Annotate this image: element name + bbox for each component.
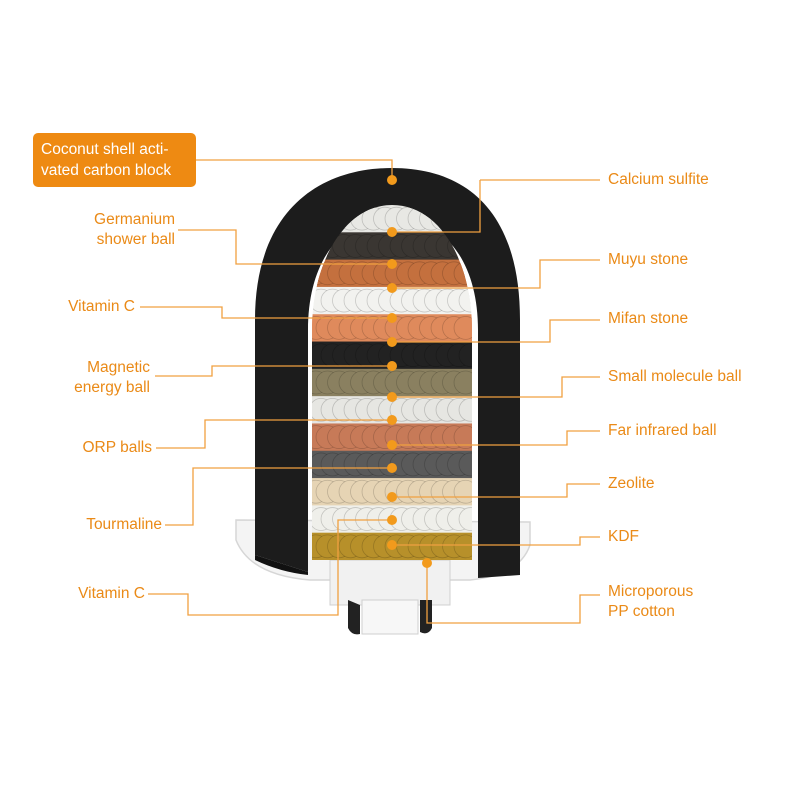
label-vitamin-c-upper: Vitamin C [68,298,135,315]
callout-dot [387,463,397,473]
callout-dot [387,337,397,347]
callout-dot [387,392,397,402]
label-kdf: KDF [608,528,639,545]
label-mifan-stone: Mifan stone [608,310,689,327]
label-calcium-sulfite: Calcium sulfite [608,171,709,188]
label-far-infrared-ball: Far infrared ball [608,422,717,439]
callout-dot [422,558,432,568]
label-tourmaline: Tourmaline [86,516,162,533]
pebble [458,343,472,368]
callout-dot [387,259,397,269]
pebble [453,479,472,504]
label-vitamin-c-lower: Vitamin C [78,585,145,602]
pebble [453,425,472,449]
callout-dot [387,361,397,371]
callout-dots [387,175,432,568]
pebble [453,534,472,559]
callout-dot [387,492,397,502]
callout-dot [387,540,397,550]
label-small-molecule-ball: Small molecule ball [608,368,742,385]
pebble [458,452,472,477]
label-microporous-pp-cotton: Microporous PP cotton [608,583,694,620]
carbon-shell [255,168,520,578]
callout-dot [387,440,397,450]
pebble [453,316,472,340]
pebble [458,507,472,531]
callout-dot [387,227,397,237]
callout-dot [387,283,397,293]
callout-dot [387,313,397,323]
callout-dot [387,515,397,525]
label-orp-balls: ORP balls [82,439,153,456]
pebble [453,370,472,395]
callout-dot [387,175,397,185]
label-germanium-shower-ball: Germanium shower ball [94,211,175,248]
pebble [458,397,472,422]
callout-lines [140,159,600,624]
callout-dot [387,415,397,425]
label-zeolite: Zeolite [608,475,655,492]
label-muyu-stone: Muyu stone [608,251,689,268]
headline-callout-carbon-block: Coconut shell acti- vated carbon block [33,133,196,187]
label-magnetic-energy-ball: Magnetic energy ball [74,359,150,396]
carbon-shell-front [255,555,308,575]
